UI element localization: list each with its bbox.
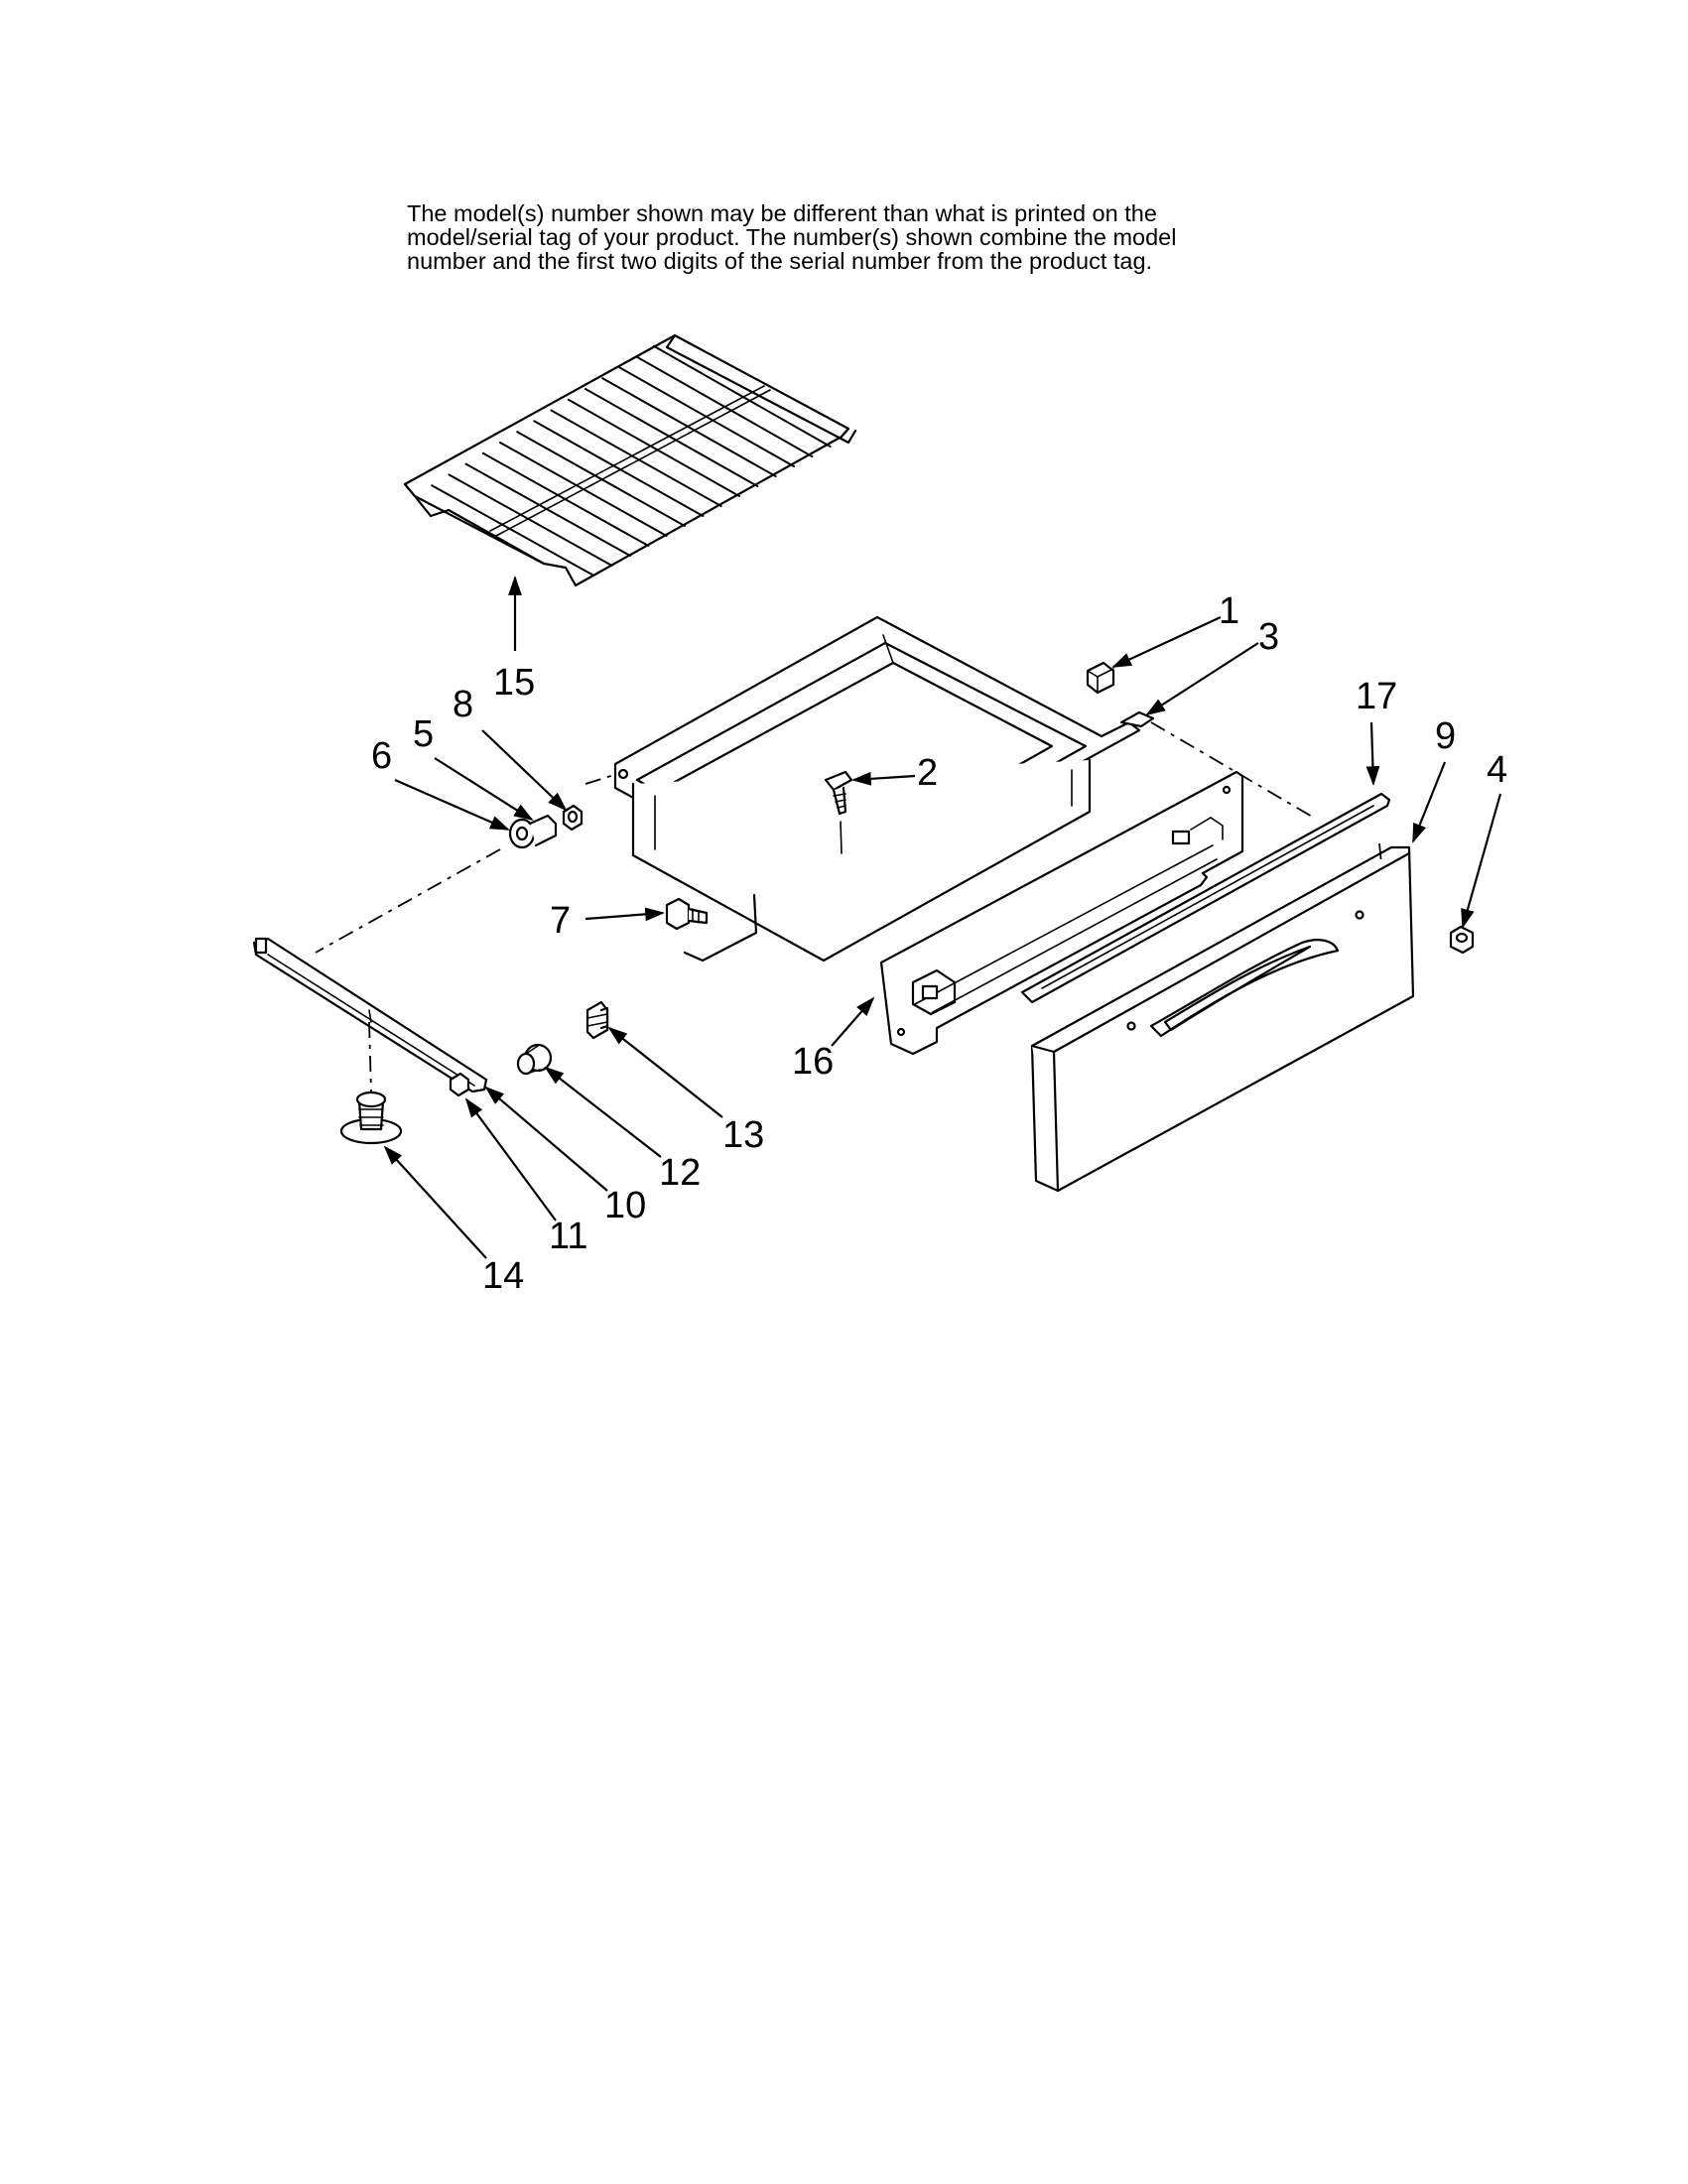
rack-wire (464, 462, 631, 557)
rack-wire (584, 388, 759, 487)
spacer-roller (516, 1043, 553, 1076)
leader-arrow-5 (434, 757, 534, 822)
nut-small (449, 1072, 470, 1097)
leader-arrow-2 (851, 771, 916, 786)
leader-arrow-11 (464, 1097, 557, 1221)
screw (824, 770, 853, 854)
callout-number-8: 8 (453, 684, 473, 725)
notice-line-2: model/serial tag of your product. The nu… (407, 224, 1177, 250)
callout-number-1: 1 (1219, 590, 1239, 632)
callout-number-17: 17 (1356, 676, 1397, 717)
callout-number-13: 13 (722, 1114, 764, 1156)
callout-number-9: 9 (1435, 715, 1456, 757)
rack-wire (448, 473, 613, 567)
callout-number-10: 10 (604, 1185, 646, 1226)
rack-wire (652, 344, 832, 448)
leader-arrow-3 (1145, 642, 1259, 716)
leader-arrow-1 (1111, 616, 1222, 668)
leader-arrow-4 (1461, 793, 1502, 929)
side-rail (252, 937, 488, 1093)
callout-number-6: 6 (371, 735, 392, 777)
callout-number-14: 14 (482, 1255, 524, 1297)
callout-number-11: 11 (549, 1216, 587, 1257)
callout-number-12: 12 (659, 1152, 701, 1194)
hex-nut (1449, 925, 1475, 955)
roller-assembly (508, 804, 584, 849)
rack-wire (431, 484, 595, 577)
shoulder-bolt (585, 1000, 609, 1040)
drawer-pan (613, 615, 1141, 963)
notice-line-1: The model(s) number shown may be differe… (407, 200, 1157, 226)
leader-arrow-6 (394, 778, 510, 832)
leader-arrow-17 (1365, 721, 1380, 786)
callout-number-3: 3 (1258, 616, 1279, 658)
oven-rack (403, 333, 857, 587)
callout-number-5: 5 (413, 713, 434, 755)
shoulder-screw (665, 897, 709, 931)
leader-arrow-16 (831, 996, 875, 1047)
leader-arrow-7 (584, 907, 665, 922)
leveling-leg (339, 1091, 403, 1145)
rack-wire (567, 398, 740, 497)
callout-number-15: 15 (493, 662, 535, 704)
drawer-front-panel (1030, 845, 1415, 1193)
rack-wire (516, 431, 686, 527)
callout-number-16: 16 (792, 1041, 834, 1083)
leader-arrow-8 (481, 729, 568, 812)
leader-arrow-12 (544, 1066, 662, 1158)
callout-number-4: 4 (1487, 749, 1507, 791)
bumper (1086, 661, 1115, 695)
drawer-slide-rail-top (1119, 710, 1155, 728)
model-number-notice: The model(s) number shown may be differe… (407, 201, 1300, 273)
rack-wire (601, 377, 777, 477)
leader-arrow-13 (607, 1026, 723, 1118)
assembly-lines (315, 721, 1382, 1092)
leader-arrow-14 (383, 1145, 487, 1259)
callout-number-2: 2 (917, 752, 938, 794)
callout-number-7: 7 (550, 900, 571, 942)
leader-arrow-9 (1411, 761, 1447, 843)
notice-line-3: number and the first two digits of the s… (407, 248, 1153, 274)
rack-wire (533, 420, 705, 517)
drawer-front-trim (1020, 792, 1391, 1004)
rack-wire (550, 409, 722, 507)
leader-arrow-10 (484, 1086, 608, 1192)
